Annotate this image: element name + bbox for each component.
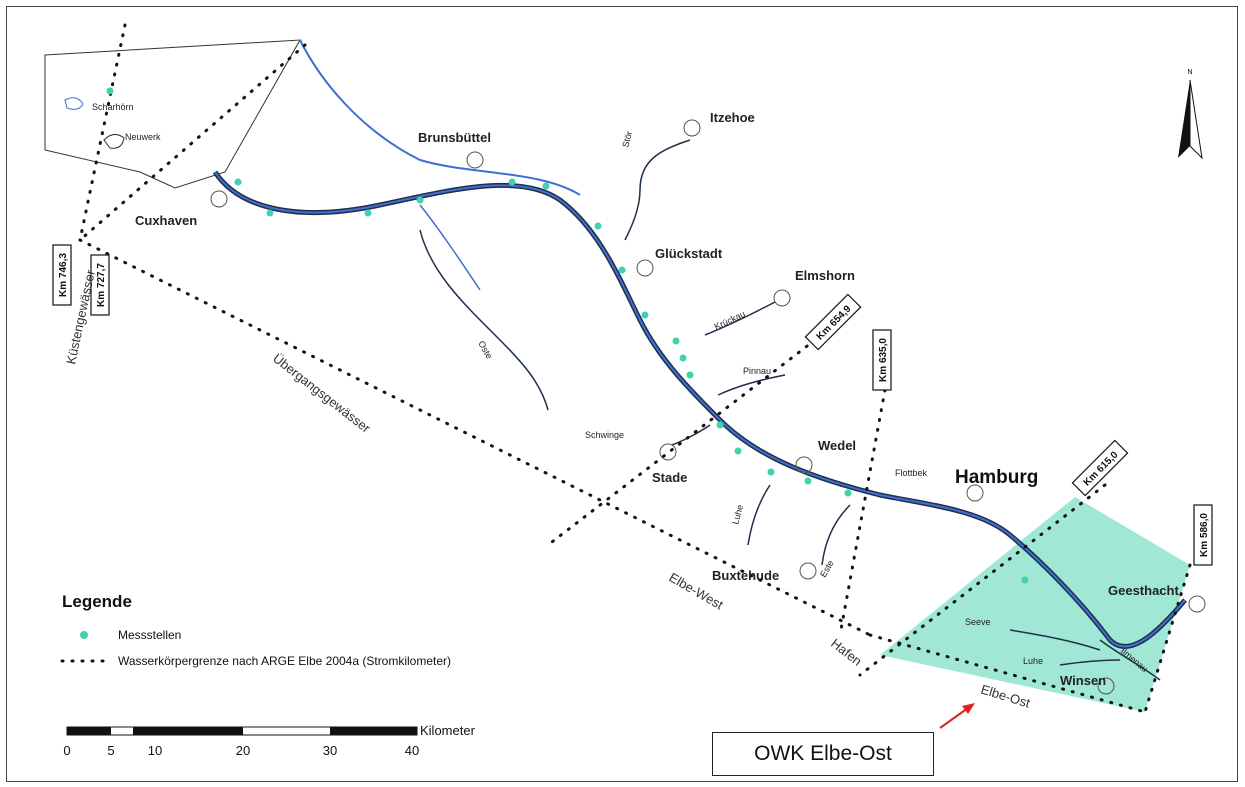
km-marker-586: Km 586,0	[1193, 504, 1213, 566]
svg-text:0: 0	[63, 743, 70, 758]
scale-unit: Kilometer	[420, 723, 476, 738]
legend-measuring-points: Messstellen	[118, 628, 181, 642]
label-pinnau: Pinnau	[743, 366, 771, 376]
legend-boundary-label: Wasserkörpergrenze nach ARGE Elbe 2004a …	[118, 654, 452, 668]
seeve-river	[1009, 629, 1101, 651]
svg-text:30: 30	[323, 743, 337, 758]
label-buxtehude: Buxtehude	[712, 568, 779, 583]
km-marker-727: Km 727,7	[90, 254, 110, 316]
elbe-river-inner	[214, 171, 1186, 648]
km-marker-654: Km 654,9	[804, 293, 862, 351]
svg-text:20: 20	[236, 743, 250, 758]
callout-arrow-icon	[939, 703, 975, 729]
pinnau-river	[717, 374, 786, 396]
km-marker-635: Km 635,0	[872, 329, 892, 391]
luhe-south-river	[1059, 659, 1121, 666]
island-scharhoern	[64, 97, 84, 110]
svg-text:40: 40	[405, 743, 419, 758]
label-geesthacht: Geesthacht	[1108, 583, 1179, 598]
svg-text:N: N	[1187, 69, 1192, 76]
legend-boundary: Wasserkörpergrenze nach ARGE Elbe 2004a …	[118, 654, 451, 668]
label-stade: Stade	[652, 470, 687, 485]
svg-text:10: 10	[148, 743, 162, 758]
svg-text:5: 5	[107, 743, 114, 758]
island-neuwerk	[103, 134, 125, 149]
north-arrow-icon: N	[1178, 69, 1203, 160]
map-frame	[6, 6, 1238, 782]
label-wedel: Wedel	[818, 438, 856, 453]
boundary-lines	[78, 23, 1192, 714]
legend-measuring-point-icon	[80, 631, 88, 639]
coastline	[44, 39, 301, 189]
label-luhe-south: Luhe	[1023, 656, 1043, 666]
km-marker-615: Km 615,0	[1071, 439, 1129, 497]
label-hamburg: Hamburg	[955, 467, 1038, 488]
legend-measuring-points-label: Messstellen	[118, 628, 182, 642]
measuring-points	[106, 87, 1029, 584]
label-elmshorn: Elmshorn	[795, 268, 855, 283]
label-winsen: Winsen	[1060, 673, 1106, 688]
svg-text:Km 586,0: Km 586,0	[1199, 513, 1210, 557]
label-krueckau: Krückau	[713, 309, 747, 332]
elbe-estuary-north	[299, 39, 581, 196]
label-glueckstadt: Glückstadt	[655, 246, 723, 261]
label-neuwerk: Neuwerk	[125, 132, 161, 142]
label-itzehoe: Itzehoe	[710, 110, 755, 125]
stoer-river	[624, 139, 691, 241]
ilmenau-river	[1099, 639, 1161, 681]
svg-text:Km 727,7: Km 727,7	[96, 263, 107, 307]
label-este: Este	[818, 558, 836, 579]
region-hafen: Hafen	[828, 636, 865, 669]
svg-text:Km 746,3: Km 746,3	[58, 253, 69, 297]
label-flottbek: Flottbek	[895, 468, 928, 478]
label-oste: Oste	[476, 339, 494, 360]
svg-text:Km 635,0: Km 635,0	[878, 338, 889, 382]
label-stoer: Stör	[620, 130, 634, 149]
label-brunsbuettel: Brunsbüttel	[418, 130, 491, 145]
city-markers	[210, 119, 1206, 695]
oste-river	[419, 229, 549, 411]
elbe-estuary-south	[419, 204, 481, 291]
label-luhe-north: Luhe	[730, 504, 745, 526]
luhe-north-river	[747, 484, 771, 546]
km-marker-746: Km 746,3	[52, 244, 72, 306]
krueckau-river	[704, 301, 776, 336]
callout-owk-elbe-ost: OWK Elbe-Ost	[712, 732, 934, 776]
label-scharhoern: Scharhörn	[92, 102, 134, 112]
region-uebergangsgewaesser: Übergangsgewässer	[270, 351, 374, 437]
label-schwinge: Schwinge	[585, 430, 624, 440]
schwinge-river	[671, 424, 711, 446]
scale-bar: Kilometer 0 5 10 20 30 40	[63, 723, 475, 758]
label-seeve: Seeve	[965, 617, 991, 627]
label-cuxhaven: Cuxhaven	[135, 213, 197, 228]
legend-title: Legende	[62, 592, 132, 611]
este-river	[821, 504, 851, 566]
